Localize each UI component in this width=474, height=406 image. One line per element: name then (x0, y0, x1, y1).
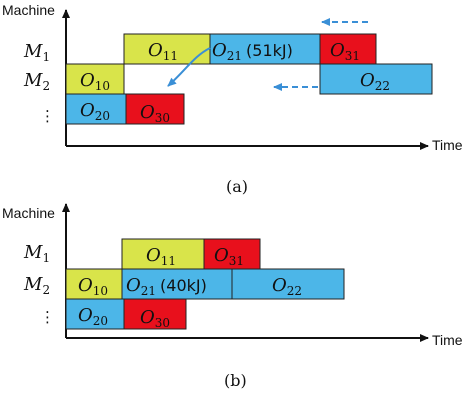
op-block-o22 (319, 63, 433, 95)
op-block-o20 (65, 298, 125, 330)
x-axis-label: Time (432, 137, 463, 153)
y-axis-label: Machine (2, 2, 55, 18)
op-label-o31: O31 (214, 245, 244, 268)
panel-b: Machine Time M1 M2 ⋮ O11 O31 O10 O21(40k… (2, 203, 463, 390)
op-label-o11: O11 (148, 40, 178, 63)
op-label-o31: O31 (330, 40, 360, 63)
op-label-o21: O21(40kJ) (126, 275, 207, 298)
machine-label-m2: M2 (23, 70, 50, 93)
op-label-o10: O10 (78, 275, 108, 298)
op-block-o30 (125, 93, 185, 125)
caption-a: (a) (226, 177, 248, 196)
caption-b: (b) (224, 371, 247, 390)
op-block-o21 (209, 33, 321, 65)
op-label-o21: O21(51kJ) (212, 40, 293, 63)
op-label-o20: O20 (80, 100, 110, 123)
machine-label-m2: M2 (23, 274, 50, 297)
machine-label-m1: M1 (23, 242, 50, 265)
move-arrow-curved (167, 47, 211, 87)
op-label-o30: O30 (140, 307, 170, 330)
op-block-o10 (65, 63, 125, 95)
op-block-o21 (121, 268, 233, 300)
more-machines-dots: ⋮ (40, 308, 55, 326)
op-block-o20 (65, 93, 127, 125)
y-axis-label: Machine (2, 205, 55, 221)
machine-label-m1: M1 (23, 41, 50, 64)
op-label-o30: O30 (140, 102, 170, 125)
op-block-o30 (123, 298, 187, 330)
op-label-o22: O22 (272, 275, 302, 298)
op-block-o10 (65, 268, 123, 300)
panel-a: Machine Time M1 M2 ⋮ O11 O21(51kJ) O31 O… (2, 2, 463, 196)
op-label-o11: O11 (146, 245, 176, 268)
op-block-o22 (231, 268, 345, 300)
op-label-o22: O22 (360, 70, 390, 93)
x-axis-label: Time (432, 332, 463, 348)
op-label-o20: O20 (78, 305, 108, 328)
op-label-o10: O10 (80, 70, 110, 93)
more-machines-dots: ⋮ (40, 107, 55, 125)
op-block-o31 (203, 238, 261, 270)
